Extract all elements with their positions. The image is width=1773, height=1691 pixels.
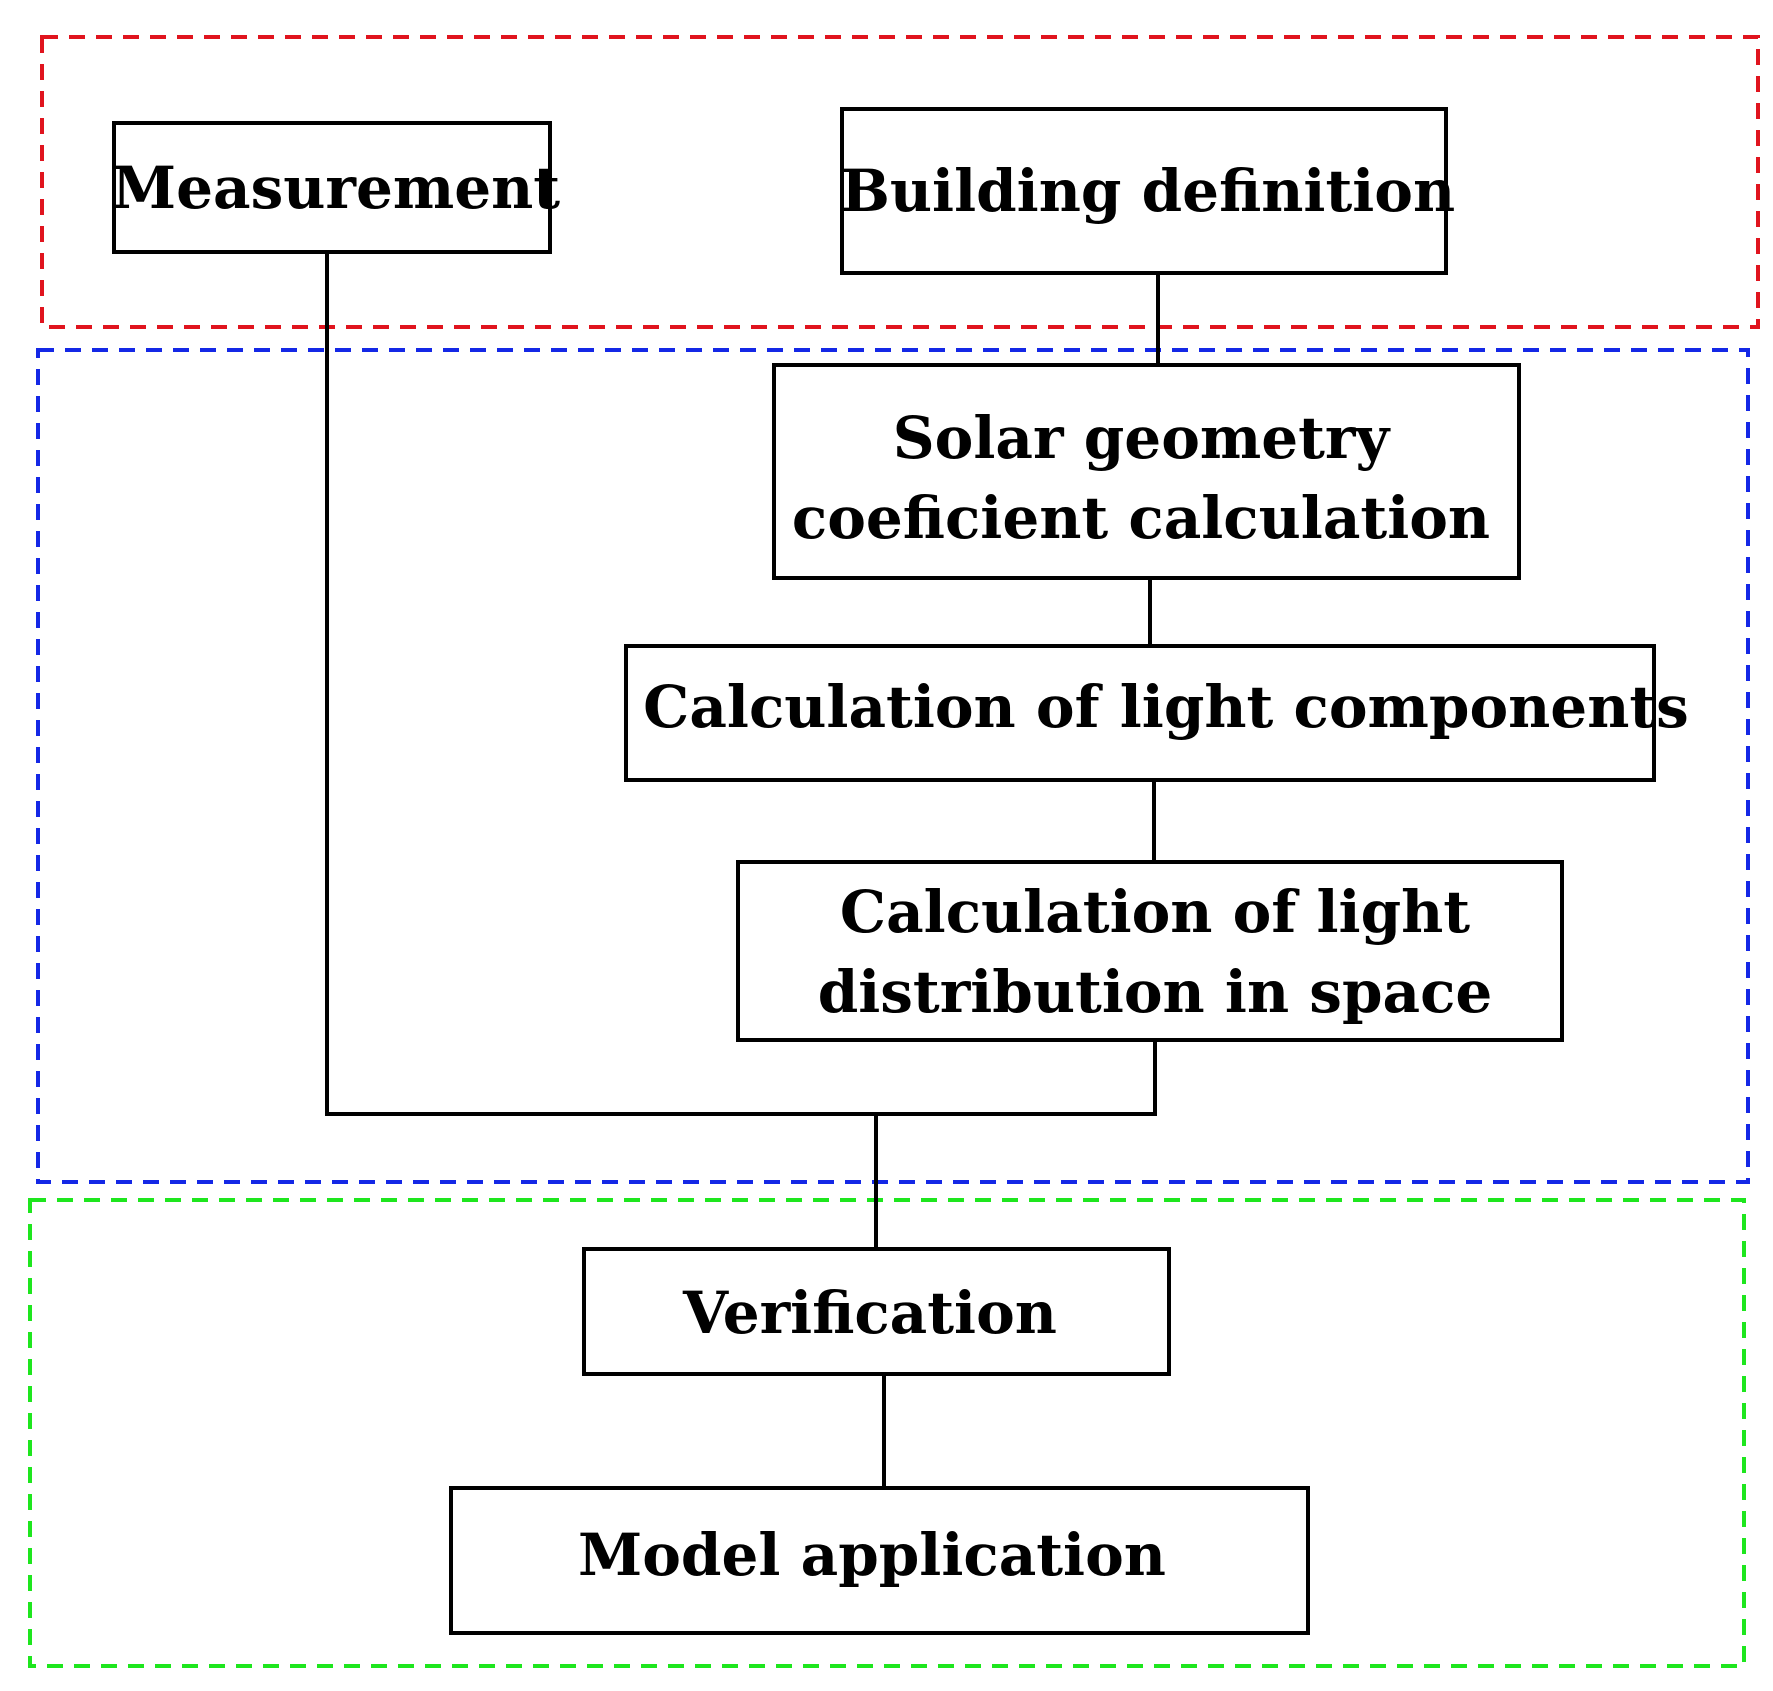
node-label-line: coeficient calculation [792, 484, 1490, 552]
node-label-line: Calculation of light components [643, 673, 1689, 741]
node-label-line: Calculation of light [840, 878, 1470, 946]
node-light-components: Calculation of light components [624, 644, 1689, 782]
node-light-components-label: Calculation of light components [643, 673, 1689, 741]
group-frame-input [40, 35, 1760, 329]
node-light-distribution: Calculation of light distribution in spac… [736, 860, 1564, 1042]
node-model-application-label: Model application [578, 1521, 1166, 1589]
node-solar-geometry: Solar geometry coeficient calculation [772, 363, 1521, 580]
connectors [325, 250, 1160, 1490]
node-verification: Verification [582, 1247, 1171, 1376]
node-measurement-label: Measurement [112, 154, 560, 222]
group-frame-validation [28, 1198, 1746, 1668]
node-label-line: Model application [578, 1521, 1166, 1589]
node-label-line: Building definition [841, 157, 1455, 225]
node-solar-geometry-label: Solar geometry coeficient calculation [792, 404, 1490, 552]
node-model-application: Model application [449, 1486, 1310, 1635]
node-light-distribution-label: Calculation of light distribution in spac… [818, 878, 1493, 1026]
node-label-line: distribution in space [818, 958, 1493, 1026]
node-verification-label: Verification [682, 1279, 1057, 1347]
node-label-line: Verification [682, 1279, 1057, 1347]
node-measurement: Measurement [112, 121, 560, 254]
node-building-definition-label: Building definition [841, 157, 1455, 225]
node-label-line: Solar geometry [893, 404, 1392, 472]
node-label-line: Measurement [112, 154, 560, 222]
node-building-definition: Building definition [840, 107, 1455, 275]
